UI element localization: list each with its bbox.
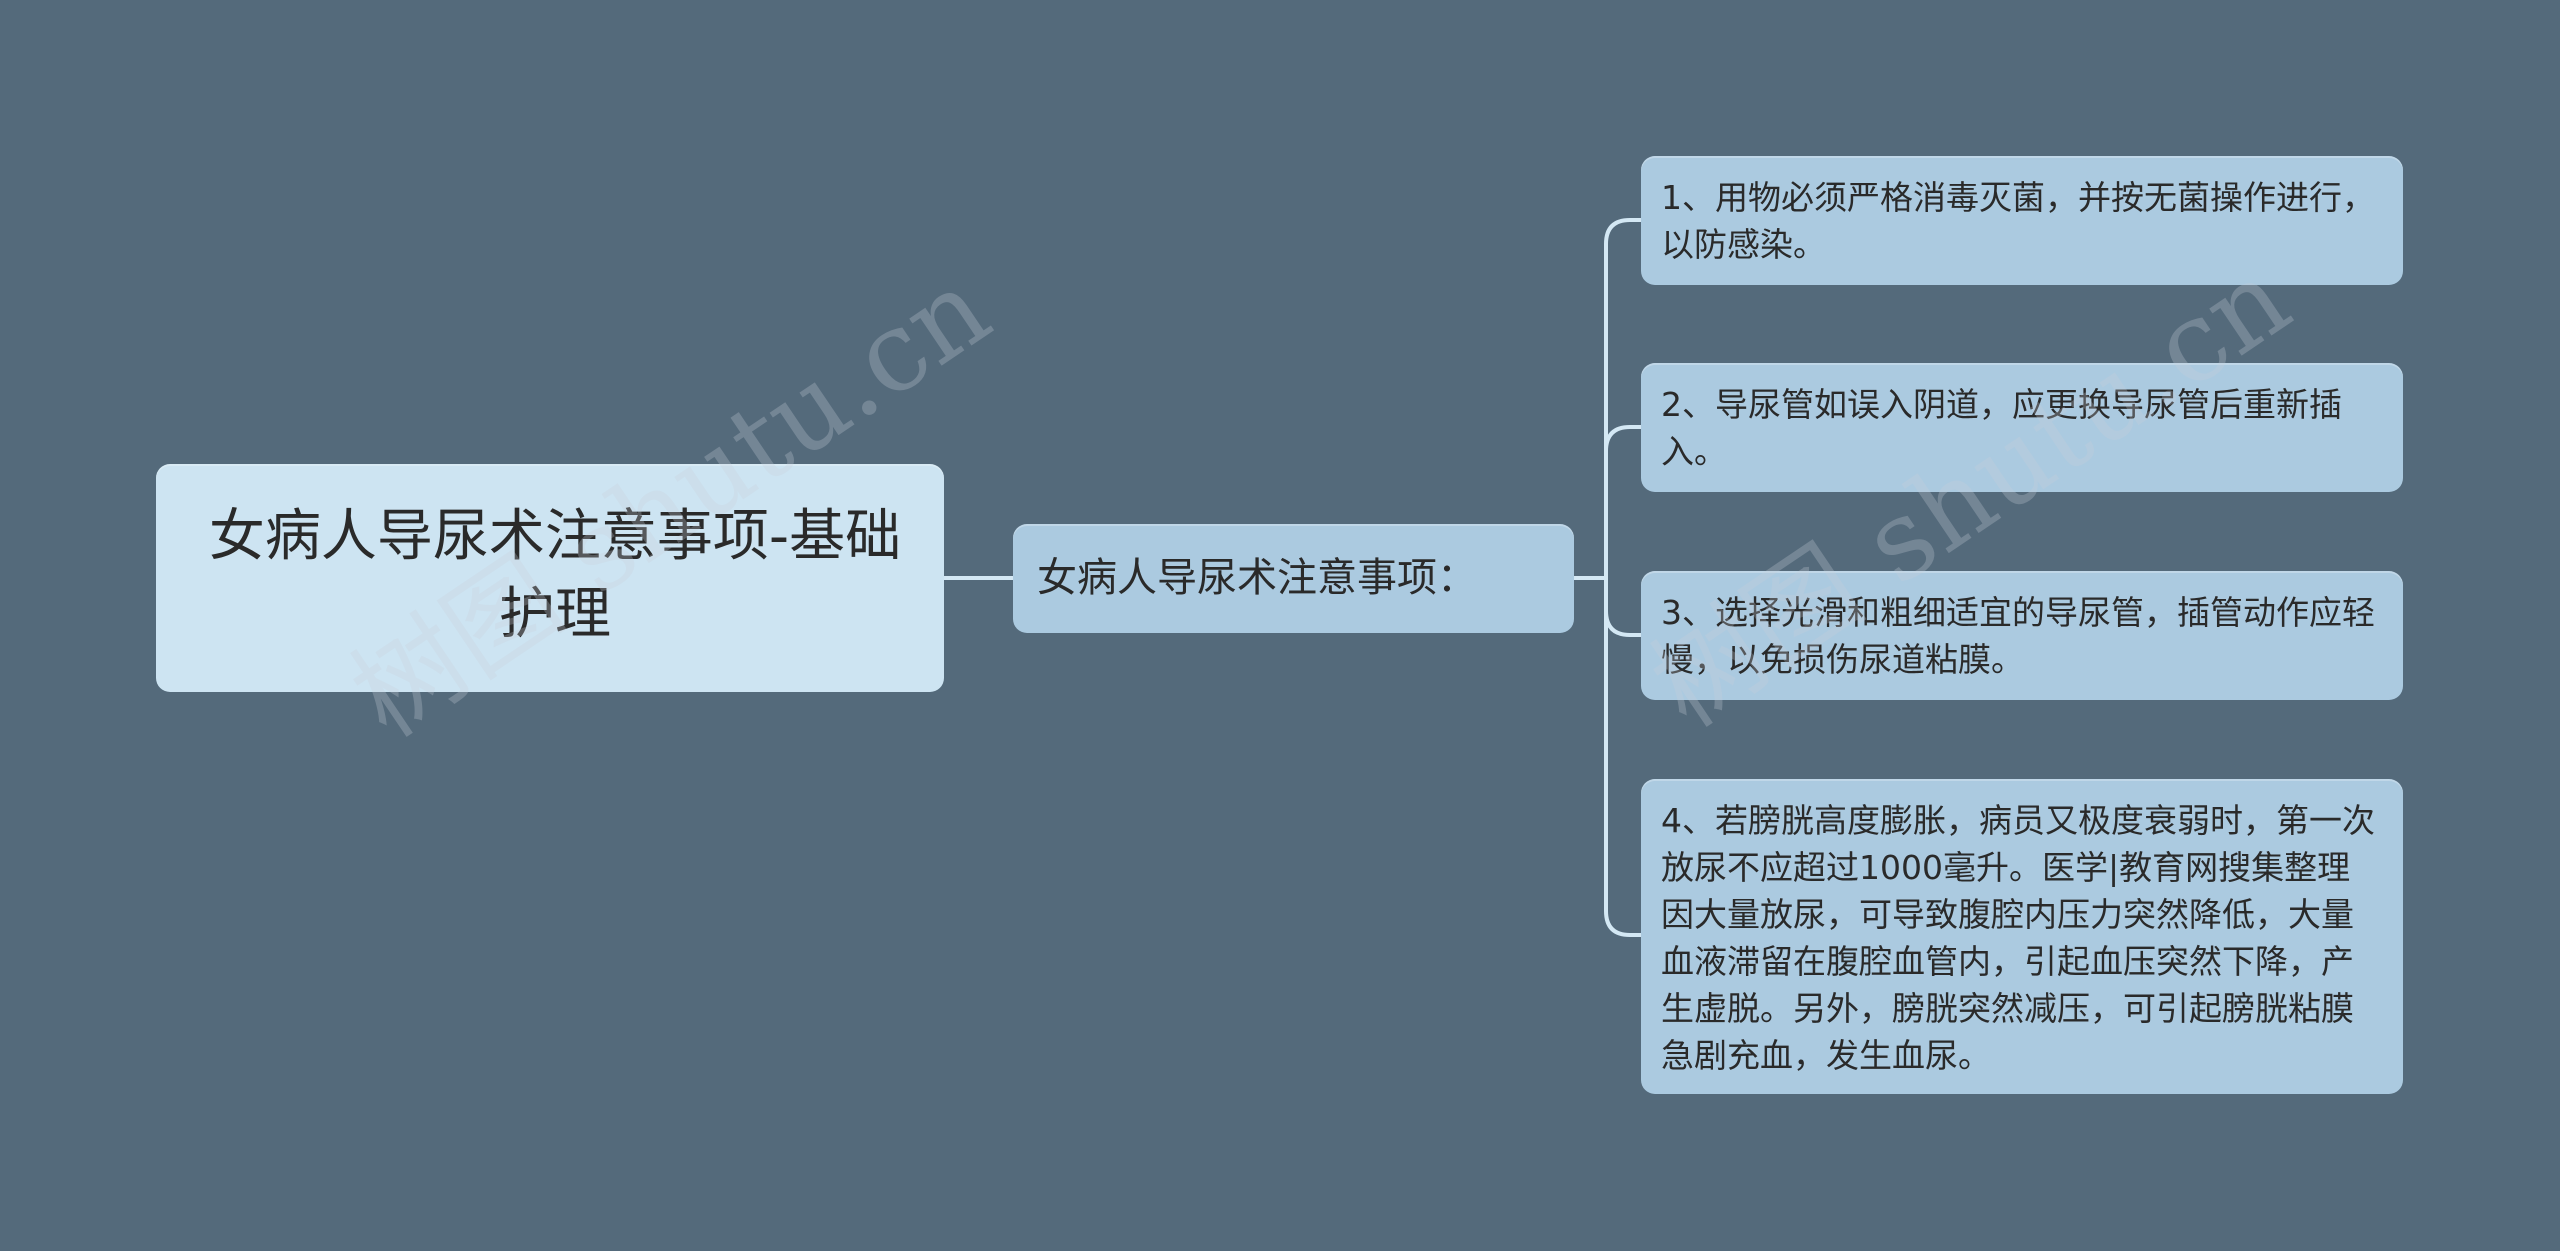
leaf-node-2[interactable]: 2、导尿管如误入阴道，应更换导尿管后重新插入。: [1641, 363, 2403, 492]
root-node[interactable]: 女病人导尿术注意事项-基础护理: [156, 464, 944, 692]
branch-node[interactable]: 女病人导尿术注意事项：: [1013, 524, 1574, 633]
connector-leaf3: [1604, 610, 1641, 637]
leaf-node-3[interactable]: 3、选择光滑和粗细适宜的导尿管，插管动作应轻慢，以免损伤尿道粘膜。: [1641, 571, 2403, 700]
branch-node-label: 女病人导尿术注意事项：: [1037, 555, 1477, 601]
leaf-node-label: 2、导尿管如误入阴道，应更换导尿管后重新插入。: [1661, 385, 2342, 471]
leaf-node-1[interactable]: 1、用物必须严格消毒灭菌，并按无菌操作进行，以防感染。: [1641, 156, 2403, 285]
connector-leaf2: [1604, 425, 1641, 452]
root-node-label: 女病人导尿术注意事项-基础护理: [208, 504, 902, 647]
leaf-node-label: 3、选择光滑和粗细适宜的导尿管，插管动作应轻慢，以免损伤尿道粘膜。: [1661, 593, 2375, 679]
connector-trunk: [1604, 218, 1641, 937]
leaf-node-label: 4、若膀胱高度膨胀，病员又极度衰弱时，第一次放尿不应超过1000毫升。医学|教育…: [1661, 801, 2375, 1075]
leaf-node-4[interactable]: 4、若膀胱高度膨胀，病员又极度衰弱时，第一次放尿不应超过1000毫升。医学|教育…: [1641, 779, 2403, 1094]
leaf-node-label: 1、用物必须严格消毒灭菌，并按无菌操作进行，以防感染。: [1661, 178, 2375, 264]
